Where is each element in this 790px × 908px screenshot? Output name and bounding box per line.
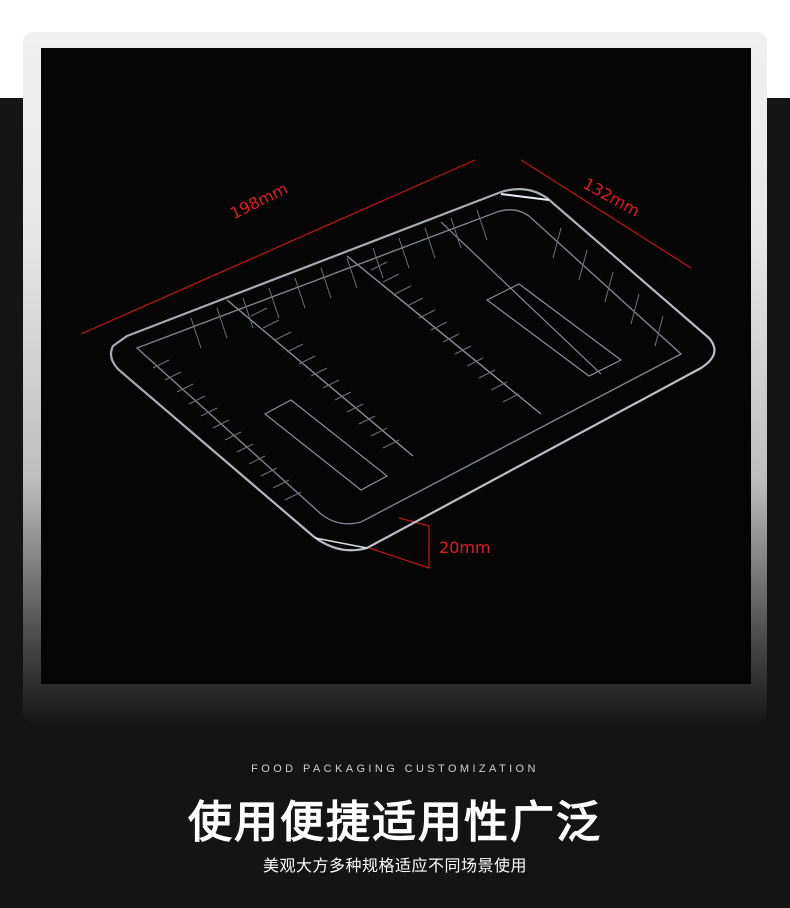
- tray-ribs: [152, 209, 664, 501]
- label-recess-left: [263, 399, 389, 491]
- height-label: 20mm: [439, 538, 491, 557]
- rim-highlight: [500, 193, 550, 201]
- rim-highlight-2: [314, 537, 368, 549]
- tray-inner-rim: [135, 209, 683, 525]
- tray-divider-3: [440, 221, 602, 375]
- subtitle-english: FOOD PACKAGING CUSTOMIZATION: [251, 763, 539, 775]
- label-recess-right: [485, 283, 623, 377]
- headline-chinese: 使用便捷适用性广泛: [188, 797, 602, 848]
- product-photo: 198mm 132mm 20mm: [41, 48, 751, 684]
- tray-rim: [109, 187, 716, 552]
- tray-divider-1: [226, 299, 414, 457]
- tray-illustration: [80, 159, 716, 569]
- tray-divider-2: [346, 255, 542, 415]
- length-dimension-line: [80, 159, 476, 335]
- width-dimension-line: [520, 159, 692, 269]
- description-chinese: 美观大方多种规格适应不同场景使用: [262, 856, 527, 875]
